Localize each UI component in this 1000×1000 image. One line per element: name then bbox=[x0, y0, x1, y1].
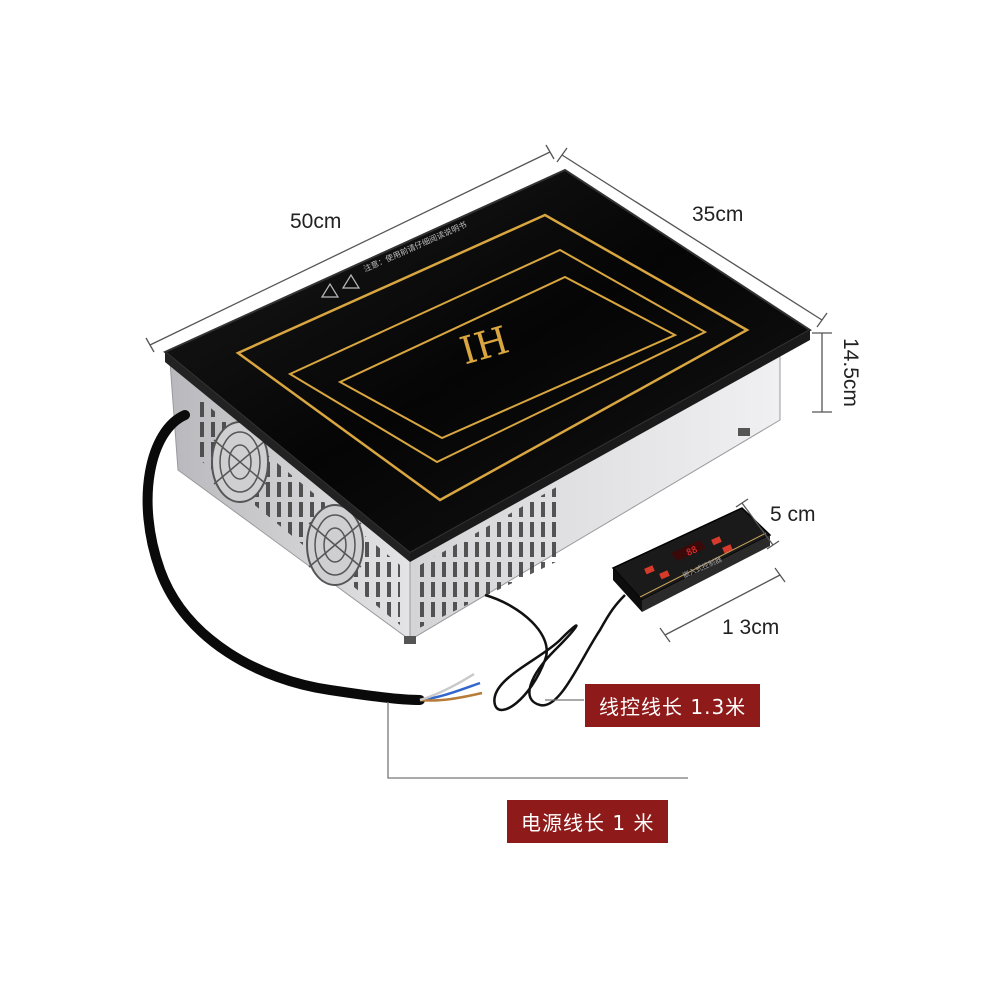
remote-display: 88 bbox=[671, 540, 706, 561]
warning-icon bbox=[320, 273, 361, 298]
fan-icon bbox=[306, 504, 364, 586]
dimension-label-remote-height: 5 cm bbox=[770, 503, 816, 526]
dimension-line-remote-height bbox=[735, 498, 780, 550]
dimension-label-height: 14.5cm bbox=[839, 338, 862, 407]
front-vents bbox=[415, 485, 560, 630]
remote-button[interactable] bbox=[644, 565, 655, 575]
control-cable bbox=[484, 593, 626, 712]
dimension-line-length bbox=[145, 144, 555, 353]
power-cable bbox=[142, 410, 425, 705]
foot bbox=[404, 636, 416, 644]
dimension-line-height bbox=[812, 332, 832, 413]
dimension-line-remote-length bbox=[659, 567, 786, 643]
dimension-label-length: 50cm bbox=[290, 210, 342, 233]
remote-button[interactable] bbox=[711, 536, 722, 546]
dimension-label-width: 35cm bbox=[692, 203, 744, 226]
dimension-label-remote-length: 1 3cm bbox=[722, 616, 780, 639]
power-cable-wires bbox=[419, 672, 483, 702]
remote-button[interactable] bbox=[659, 570, 670, 580]
dimension-line-width bbox=[556, 147, 828, 328]
svg-text:88: 88 bbox=[685, 545, 699, 559]
remote-button[interactable] bbox=[722, 544, 733, 554]
power-cable-length-tag: 电源线长 1 米 bbox=[507, 800, 669, 843]
callout-leader-power bbox=[387, 702, 688, 779]
fan-icon bbox=[211, 421, 269, 503]
remote-controller bbox=[611, 507, 772, 612]
foot bbox=[738, 428, 750, 436]
control-cable-length-tag: 线控线长 1.3米 bbox=[585, 684, 761, 727]
heating-zone-rings bbox=[235, 213, 750, 502]
